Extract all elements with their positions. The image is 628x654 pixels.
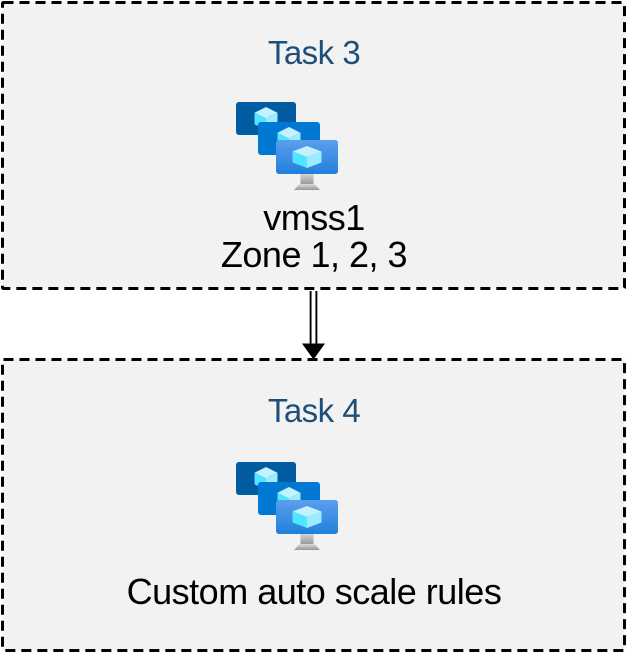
task-3-title: Task 3 — [267, 34, 361, 71]
task-4-label-line1: Custom auto scale rules — [126, 571, 502, 612]
arrowhead-icon — [302, 343, 325, 360]
monitor-stand-base — [294, 544, 320, 550]
task-3-label: vmss1 Zone 1, 2, 3 — [0, 199, 628, 273]
vm-scale-sets-icon — [236, 462, 338, 550]
cube-front-icon — [292, 506, 322, 528]
vm-scale-sets-icon — [236, 102, 338, 190]
monitor-stand-neck — [300, 172, 314, 185]
monitor-stand-neck — [300, 532, 314, 545]
task-3-label-line2: Zone 1, 2, 3 — [220, 234, 408, 275]
monitor-stand-base — [294, 184, 320, 190]
task-4-title: Task 4 — [267, 392, 361, 429]
task-3-label-line1: vmss1 — [263, 197, 365, 238]
cube-front-icon — [292, 146, 322, 168]
task-4-label: Custom auto scale rules — [0, 573, 628, 610]
connector-arrow — [302, 291, 325, 360]
